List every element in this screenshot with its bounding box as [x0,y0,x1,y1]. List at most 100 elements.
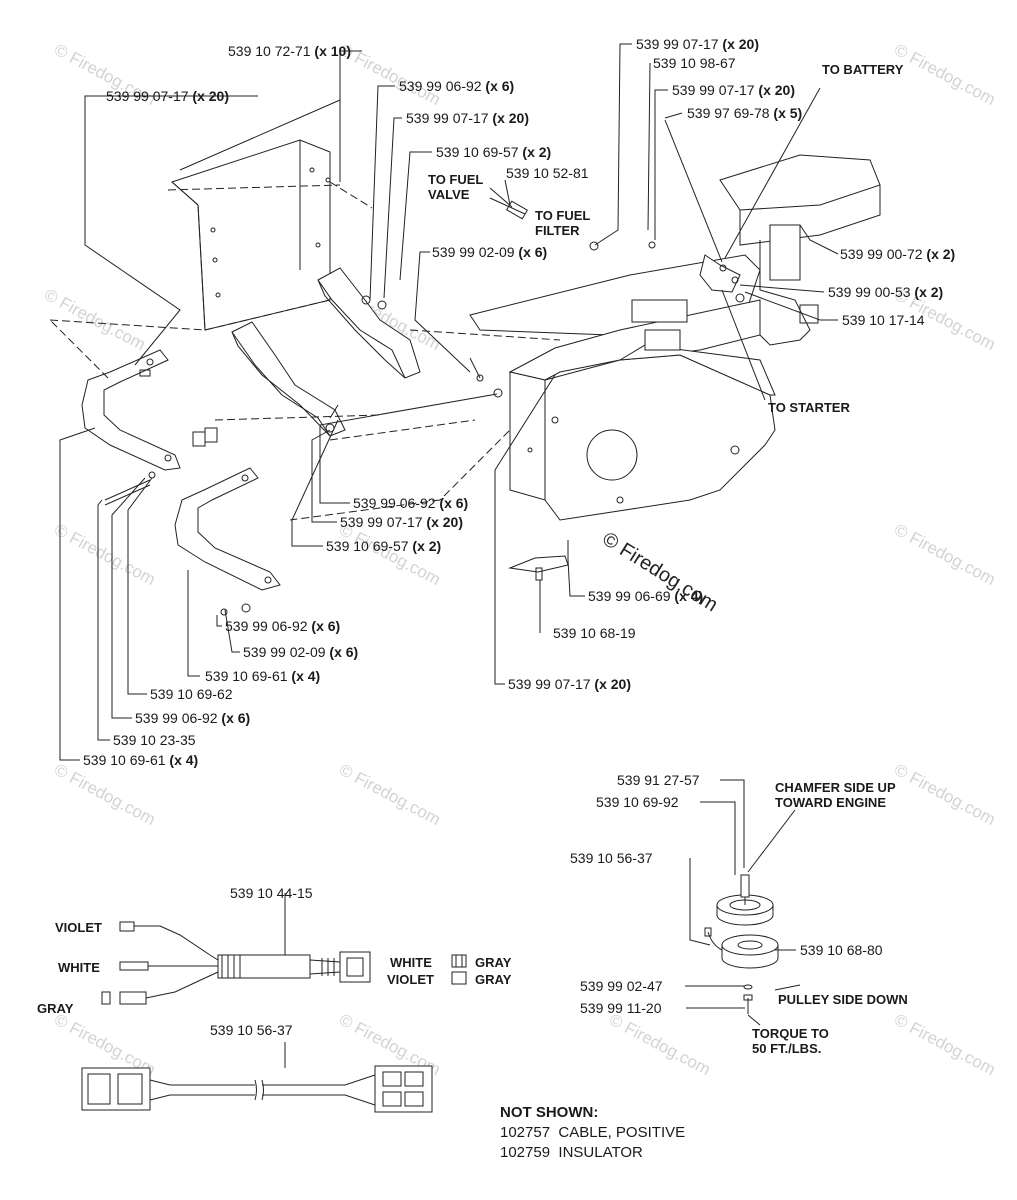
part-callout: 539 99 07-17 (x 20) [106,88,229,104]
part-callout: 539 10 69-61 (x 4) [205,668,320,684]
part-quantity: (x 2) [522,144,552,160]
clutch-assembly [704,874,779,1014]
not-shown-item: 102759 INSULATOR [500,1143,685,1163]
part-quantity: (x 6) [439,495,469,511]
part-callout: 539 99 07-17 (x 20) [340,514,463,530]
note-line: TORQUE TO [752,1026,829,1041]
part-callout: 539 99 11-20 [580,1000,661,1016]
connector-label-violet: VIOLET [387,972,434,987]
part-callout: 539 99 02-09 (x 6) [243,644,358,660]
part-callout: 539 99 06-92 (x 6) [353,495,468,511]
seat-bracket [231,321,346,437]
part-quantity: (x 20) [758,82,795,98]
chassis-frame [469,154,881,521]
part-number: 539 99 07-17 [636,36,719,52]
part-quantity: (x 20) [594,676,631,692]
part-callout: 539 99 00-53 (x 2) [828,284,943,300]
part-number: 539 10 69-57 [436,144,519,160]
part-quantity: (x 2) [926,246,956,262]
part-number: 539 10 17-14 [842,312,925,328]
part-callout: 539 99 07-17 (x 20) [508,676,631,692]
part-quantity: (x 6) [221,710,251,726]
part-callout: 539 10 69-61 (x 4) [83,752,198,768]
wire-label-violet: VIOLET [55,920,102,935]
part-callout: 539 10 23-35 [113,732,196,748]
note-line: FILTER [535,223,580,238]
part-callout: 539 10 69-57 (x 2) [326,538,441,554]
note-to-battery: TO BATTERY [822,62,904,77]
part-number: 539 99 07-17 [106,88,189,104]
note-line: 50 FT./LBS. [752,1041,822,1056]
not-shown-title: NOT SHOWN: [500,1104,599,1121]
not-shown-item: 102757 CABLE, POSITIVE [500,1123,685,1143]
seat-bracket [317,267,421,379]
part-callout: 539 10 56-37 [570,850,653,866]
part-number: 539 10 23-35 [113,732,196,748]
part-callout: 539 10 69-57 (x 2) [436,144,551,160]
part-number: 539 99 02-09 [432,244,515,260]
part-number: 539 99 06-92 [353,495,436,511]
part-quantity: (x 10) [314,43,351,59]
part-number: 539 10 68-19 [553,625,636,641]
part-quantity: (x 20) [492,110,529,126]
part-callout: 539 10 44-15 [230,885,313,901]
part-number: 539 97 69-78 [687,105,770,121]
not-shown-part: 102757 [500,1124,551,1141]
fuel-fitting [489,197,528,220]
part-quantity: (x 4) [291,668,321,684]
part-quantity: (x 6) [311,618,341,634]
mounting-plate [171,139,331,331]
hardware-fasteners [104,295,503,616]
note-line: TOWARD ENGINE [775,795,886,810]
part-number: 539 10 52-81 [506,165,589,181]
part-number: 539 99 07-17 [672,82,755,98]
part-callout: 539 99 02-47 [580,978,663,994]
solenoid [589,87,821,401]
note-to-starter: TO STARTER [768,400,850,415]
part-callout: 539 99 00-72 (x 2) [840,246,955,262]
not-shown-part: 102759 [500,1144,551,1161]
mounting-tab [508,540,569,581]
part-quantity: (x 6) [518,244,548,260]
part-number: 539 99 02-47 [580,978,663,994]
part-number: 539 10 44-15 [230,885,313,901]
not-shown-desc: INSULATOR [558,1144,643,1161]
connector-label-gray: GRAY [475,955,512,970]
part-number: 539 10 69-61 [83,752,166,768]
part-number: 539 99 06-92 [225,618,308,634]
part-number: 539 91 27-57 [617,772,700,788]
part-callout: 539 99 06-92 (x 6) [135,710,250,726]
not-shown-desc: CABLE, POSITIVE [558,1124,686,1141]
part-callout: 539 10 72-71 (x 10) [228,43,351,59]
wire-label-gray: GRAY [37,1001,74,1016]
part-callout: 539 99 06-92 (x 6) [225,618,340,634]
not-shown-list: NOT SHOWN: 102757 CABLE, POSITIVE 102759… [500,1103,685,1163]
part-callout: 539 99 06-92 (x 6) [399,78,514,94]
part-number: 539 99 00-53 [828,284,911,300]
part-callout: 539 10 68-19 [553,625,636,641]
part-number: 539 10 69-92 [596,794,679,810]
part-number: 539 99 11-20 [580,1000,662,1016]
part-callout: 539 99 02-09 (x 6) [432,244,547,260]
leader-lines [59,43,839,1068]
part-quantity: (x 4) [169,752,199,768]
extension-harness [81,1065,433,1113]
part-callout: 539 10 17-14 [842,312,925,328]
part-callout: 539 99 07-17 (x 20) [406,110,529,126]
wiring-harness [101,921,467,1005]
part-callout: 539 10 98-67 [653,55,736,71]
part-quantity: (x 20) [722,36,759,52]
support-arm [81,349,181,471]
part-quantity: (x 2) [914,284,944,300]
part-number: 539 10 69-61 [205,668,288,684]
connector-label-white: WHITE [390,955,432,970]
note-line: VALVE [428,187,470,202]
wire-label-white: WHITE [58,960,100,975]
part-number: 539 99 00-72 [840,246,923,262]
part-callout: 539 10 52-81 [506,165,589,181]
